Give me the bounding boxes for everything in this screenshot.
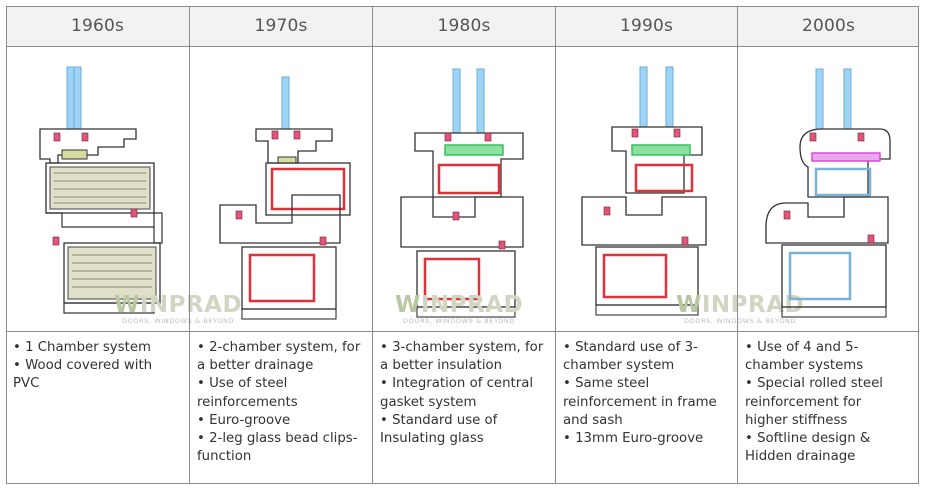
feature-item: • Same steel reinforcement in frame and … xyxy=(563,376,717,428)
feature-list: • Use of 4 and 5- chamber systems • Spec… xyxy=(745,339,915,466)
feature-item: • Special rolled steel reinforcement for… xyxy=(745,376,883,428)
column-divider xyxy=(555,6,556,484)
decade-header: 1990s xyxy=(556,6,737,46)
column-1960s: 1960s xyxy=(6,6,242,484)
profile-1990s-svg xyxy=(581,66,707,316)
feature-item: • 13mm Euro-groove xyxy=(563,431,704,447)
feature-item: • Standard use of 3- chamber system xyxy=(563,340,698,374)
feature-item: • Euro-groove xyxy=(197,412,291,428)
column-1970s: 1970s xyxy=(190,6,372,484)
watermark: WINPRAD DOORS, WINDOWS & BEYOND xyxy=(114,292,243,325)
insulating-glass xyxy=(452,68,485,144)
column-divider xyxy=(737,6,738,484)
feature-list: • 2-chamber system, for a better drainag… xyxy=(197,339,368,466)
feature-item: • Softline design & Hidden drainage xyxy=(745,431,871,465)
feature-item: • 2-leg glass bead clips- function xyxy=(197,431,358,465)
decade-header: 2000s xyxy=(738,6,919,46)
window-profile-drawing xyxy=(738,47,919,331)
window-profile-drawing: WINPRAD DOORS, WINDOWS & BEYOND xyxy=(373,47,555,331)
window-profile-drawing: WINPRAD DOORS, WINDOWS & BEYOND xyxy=(556,47,804,331)
profile-1980s-svg xyxy=(400,68,524,318)
profile-1960s-svg xyxy=(39,66,163,314)
feature-item: • Use of steel reinforcements xyxy=(197,376,298,410)
column-divider xyxy=(918,6,919,484)
header-divider xyxy=(6,46,919,47)
column-divider xyxy=(189,6,190,484)
feature-item: • Use of 4 and 5- chamber systems xyxy=(745,340,864,374)
feature-item: • Standard use of Insulating glass xyxy=(380,412,498,447)
feature-item: • 2-chamber system, for a better drainag… xyxy=(197,340,361,374)
watermark: WINPRAD DOORS, WINDOWS & BEYOND xyxy=(395,292,524,325)
feature-list: • 3-chamber system, for a better insulat… xyxy=(380,339,551,448)
feature-item: • Integration of central gasket system xyxy=(380,376,534,410)
column-2000s: 2000s xyxy=(738,6,919,484)
feature-item: • 1 Chamber system xyxy=(13,340,151,355)
feature-item: • 3-chamber system, for a better insulat… xyxy=(380,340,544,374)
row-divider xyxy=(6,331,919,332)
window-profile-drawing xyxy=(190,47,372,331)
column-1990s: 1990s xyxy=(556,6,804,484)
evolution-table: 1960s xyxy=(6,6,919,484)
feature-list: • Standard use of 3- chamber system • Sa… xyxy=(563,339,733,448)
column-divider xyxy=(372,6,373,484)
profile-2000s-svg xyxy=(765,68,891,318)
decade-header: 1970s xyxy=(190,6,372,46)
table-border-bottom xyxy=(6,483,919,484)
column-1980s: 1980s xyxy=(373,6,555,484)
profile-1970s-svg xyxy=(219,76,351,320)
decade-header: 1960s xyxy=(6,6,189,46)
table-border-top xyxy=(6,6,919,7)
column-divider xyxy=(6,6,7,484)
decade-header: 1980s xyxy=(373,6,555,46)
window-profile-drawing: WINPRAD DOORS, WINDOWS & BEYOND xyxy=(6,47,242,331)
feature-item: • Wood covered with PVC xyxy=(13,358,153,392)
watermark: WINPRAD DOORS, WINDOWS & BEYOND xyxy=(676,292,805,325)
feature-list: • 1 Chamber system • Wood covered with P… xyxy=(13,339,185,394)
